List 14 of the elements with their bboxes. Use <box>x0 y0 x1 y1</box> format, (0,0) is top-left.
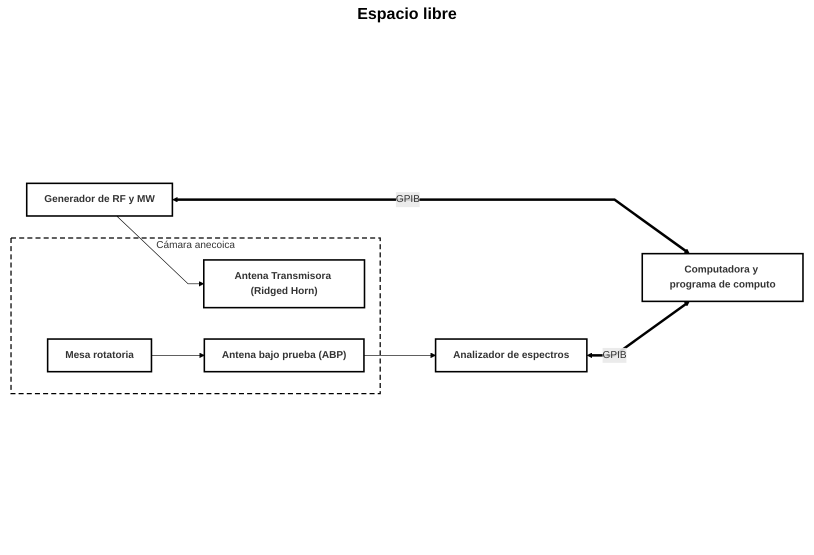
node-box: Mesa rotatoria <box>46 338 152 372</box>
node-box: Analizador de espectros <box>434 338 588 372</box>
edge-label: GPIB <box>602 350 627 360</box>
node-box: Computadora y programa de computo <box>641 252 804 302</box>
arrow <box>586 301 690 358</box>
node-box: Antena bajo prueba (ABP) <box>204 338 365 372</box>
arrow <box>172 196 690 254</box>
edge-label: GPIB <box>396 194 420 205</box>
node-box: Generador de RF y MW <box>26 182 174 217</box>
node-box: Antena Transmisora (Ridged Horn) <box>203 259 366 308</box>
arrow <box>116 216 204 287</box>
arrow <box>364 352 436 358</box>
arrow <box>151 352 205 358</box>
free-space-label: Espacio libre <box>357 6 457 23</box>
